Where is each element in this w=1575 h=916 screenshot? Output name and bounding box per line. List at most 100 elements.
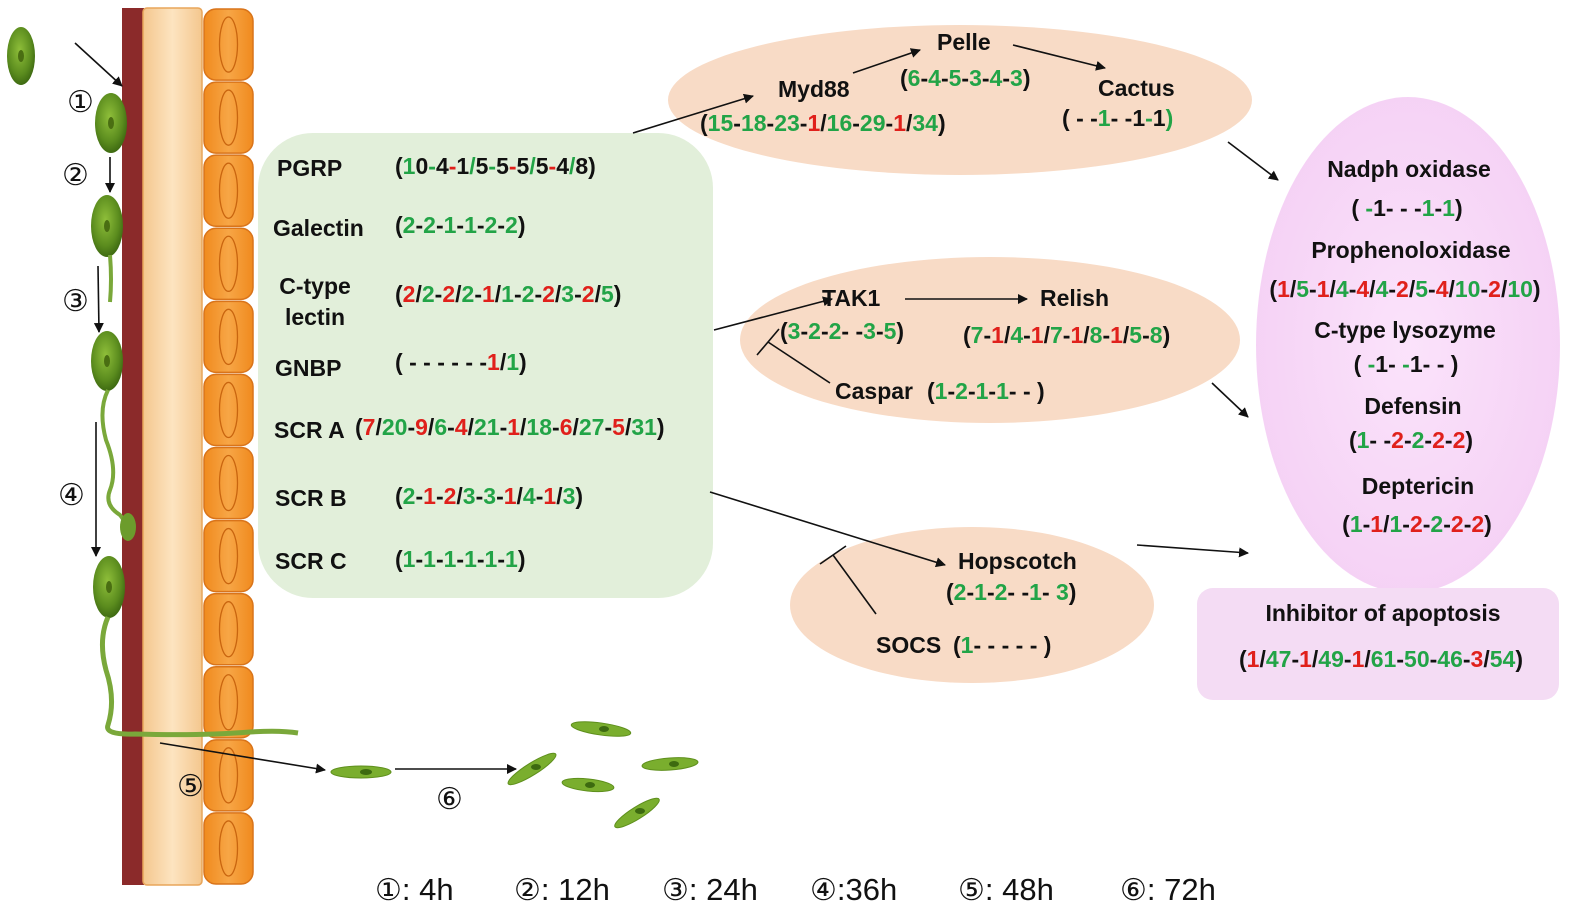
expression-token: ) [517,546,526,572]
arrow [632,93,754,134]
expression-token: 1 [507,414,521,440]
expression-token: 8 [1149,322,1163,348]
expression-token: - [479,349,488,375]
expression-token: 1 [1110,322,1123,348]
expression-token: ( [953,632,961,658]
expression-token: 5 [1415,276,1429,302]
legend-symbol: ⑥ [1120,873,1147,908]
expression-token: - [1008,378,1017,404]
expression-token: 4 [1318,646,1332,672]
expression-token: / [905,110,913,136]
expression-token: - [1402,511,1410,537]
expression-token: 5 [1296,276,1310,302]
receptor-scrc-expression: (1-1-1-1-1-1) [395,548,525,571]
expression-token: - [820,318,829,344]
expression-token: ( [927,378,935,404]
expression-token: 4 [1375,276,1389,302]
expression-token: 6 [907,65,921,91]
expression-token: - [1291,646,1300,672]
effector-deptericin-name: Deptericin [1361,473,1475,499]
expression-token: ( [900,65,908,91]
expression-token: - [1076,105,1084,131]
expression-token: 1 [487,349,500,375]
expression-token: / [1408,276,1416,302]
expression-token: 1 [1070,322,1084,348]
socs-name: SOCS [876,632,942,658]
expression-token: 4 [1435,276,1449,302]
expression-token: ( [395,212,403,238]
effector-defensin-name: Defensin [1364,393,1462,419]
arrow [709,491,946,568]
expression-token: 1 [1030,322,1044,348]
expression-token: - [434,281,443,307]
expression-token: - [474,281,482,307]
expression-token: ) [937,110,946,136]
spore-dot [18,50,24,62]
expression-token: 5 [1129,322,1143,348]
expression-token: - [435,483,444,509]
expression-token: 2 [461,281,475,307]
caspar-name: Caspar [835,378,913,404]
receptor-pgrp-expression: (10-4-1/5-5-5/5-4/8) [395,155,596,178]
expression-token: ( [1238,646,1247,672]
expression-token: 4 [1437,646,1451,672]
expression-token: - [1365,195,1374,221]
recognition-box [258,133,713,598]
epidermal-cell-nucleus [218,454,239,512]
receptor-scra-name: SCR A [274,417,345,443]
expression-token: 1 [934,378,948,404]
expression-token: 1 [893,110,906,136]
expression-token: 2 [402,281,416,307]
expression-token: - [1110,105,1119,131]
expression-token: - [852,110,860,136]
expression-token: 6 [839,110,853,136]
expression-token: 3 [969,65,982,91]
expression-token: ( [395,483,403,509]
expression-token: ) [588,153,596,179]
inhibition-line [767,341,831,384]
germ-tube [108,254,113,303]
expression-token: / [427,414,435,440]
expression-token: 2 [955,378,968,404]
expression-token: - [800,318,809,344]
socs-expression: (1- - - - - ) [953,634,1051,657]
expression-token: - [961,65,970,91]
expression-token: / [1383,511,1390,537]
expression-token: ) [656,414,665,440]
expression-token: - [1015,632,1024,658]
legend-symbol: ④ [810,873,837,908]
expression-token: / [516,483,523,509]
expression-token: / [1364,646,1371,672]
expression-token: - [1463,511,1472,537]
expression-token: 5 [612,414,625,440]
expression-token: - [1402,351,1410,377]
expression-token: - [1022,378,1031,404]
arrow [852,48,921,74]
expression-token: ( [1269,276,1278,302]
expression-token: - [456,212,465,238]
expression-token: - [465,349,473,375]
expression-token: - [1369,427,1378,453]
expression-token: - [1062,322,1071,348]
expression-token: 3 [912,110,926,136]
expression-token: 1 [1356,427,1370,453]
expression-token: ) [1162,322,1171,348]
expression-token: - [986,579,995,605]
effector-ctype-lysozyme-name: C-type lysozyme [1314,317,1496,343]
expression-token: 2 [1409,511,1423,537]
stage-marker-1: ① [67,85,94,120]
expression-token: - [552,414,560,440]
hopscotch-name: Hopscotch [958,548,1077,574]
expression-token: 4 [928,65,941,91]
expression-token: 1 [1132,105,1146,131]
legend-label: : 48h [984,872,1054,907]
expression-token: ) [517,212,526,238]
cactus-expression: ( - -1- -1-1) [1062,107,1173,130]
expression-token: - [1021,579,1030,605]
expression-token: / [554,281,562,307]
arrow [1136,544,1249,558]
tak1-expression: (3-2-2- -3-5) [780,320,904,343]
expression-token: - [1029,632,1038,658]
expression-token: 4 [522,483,536,509]
